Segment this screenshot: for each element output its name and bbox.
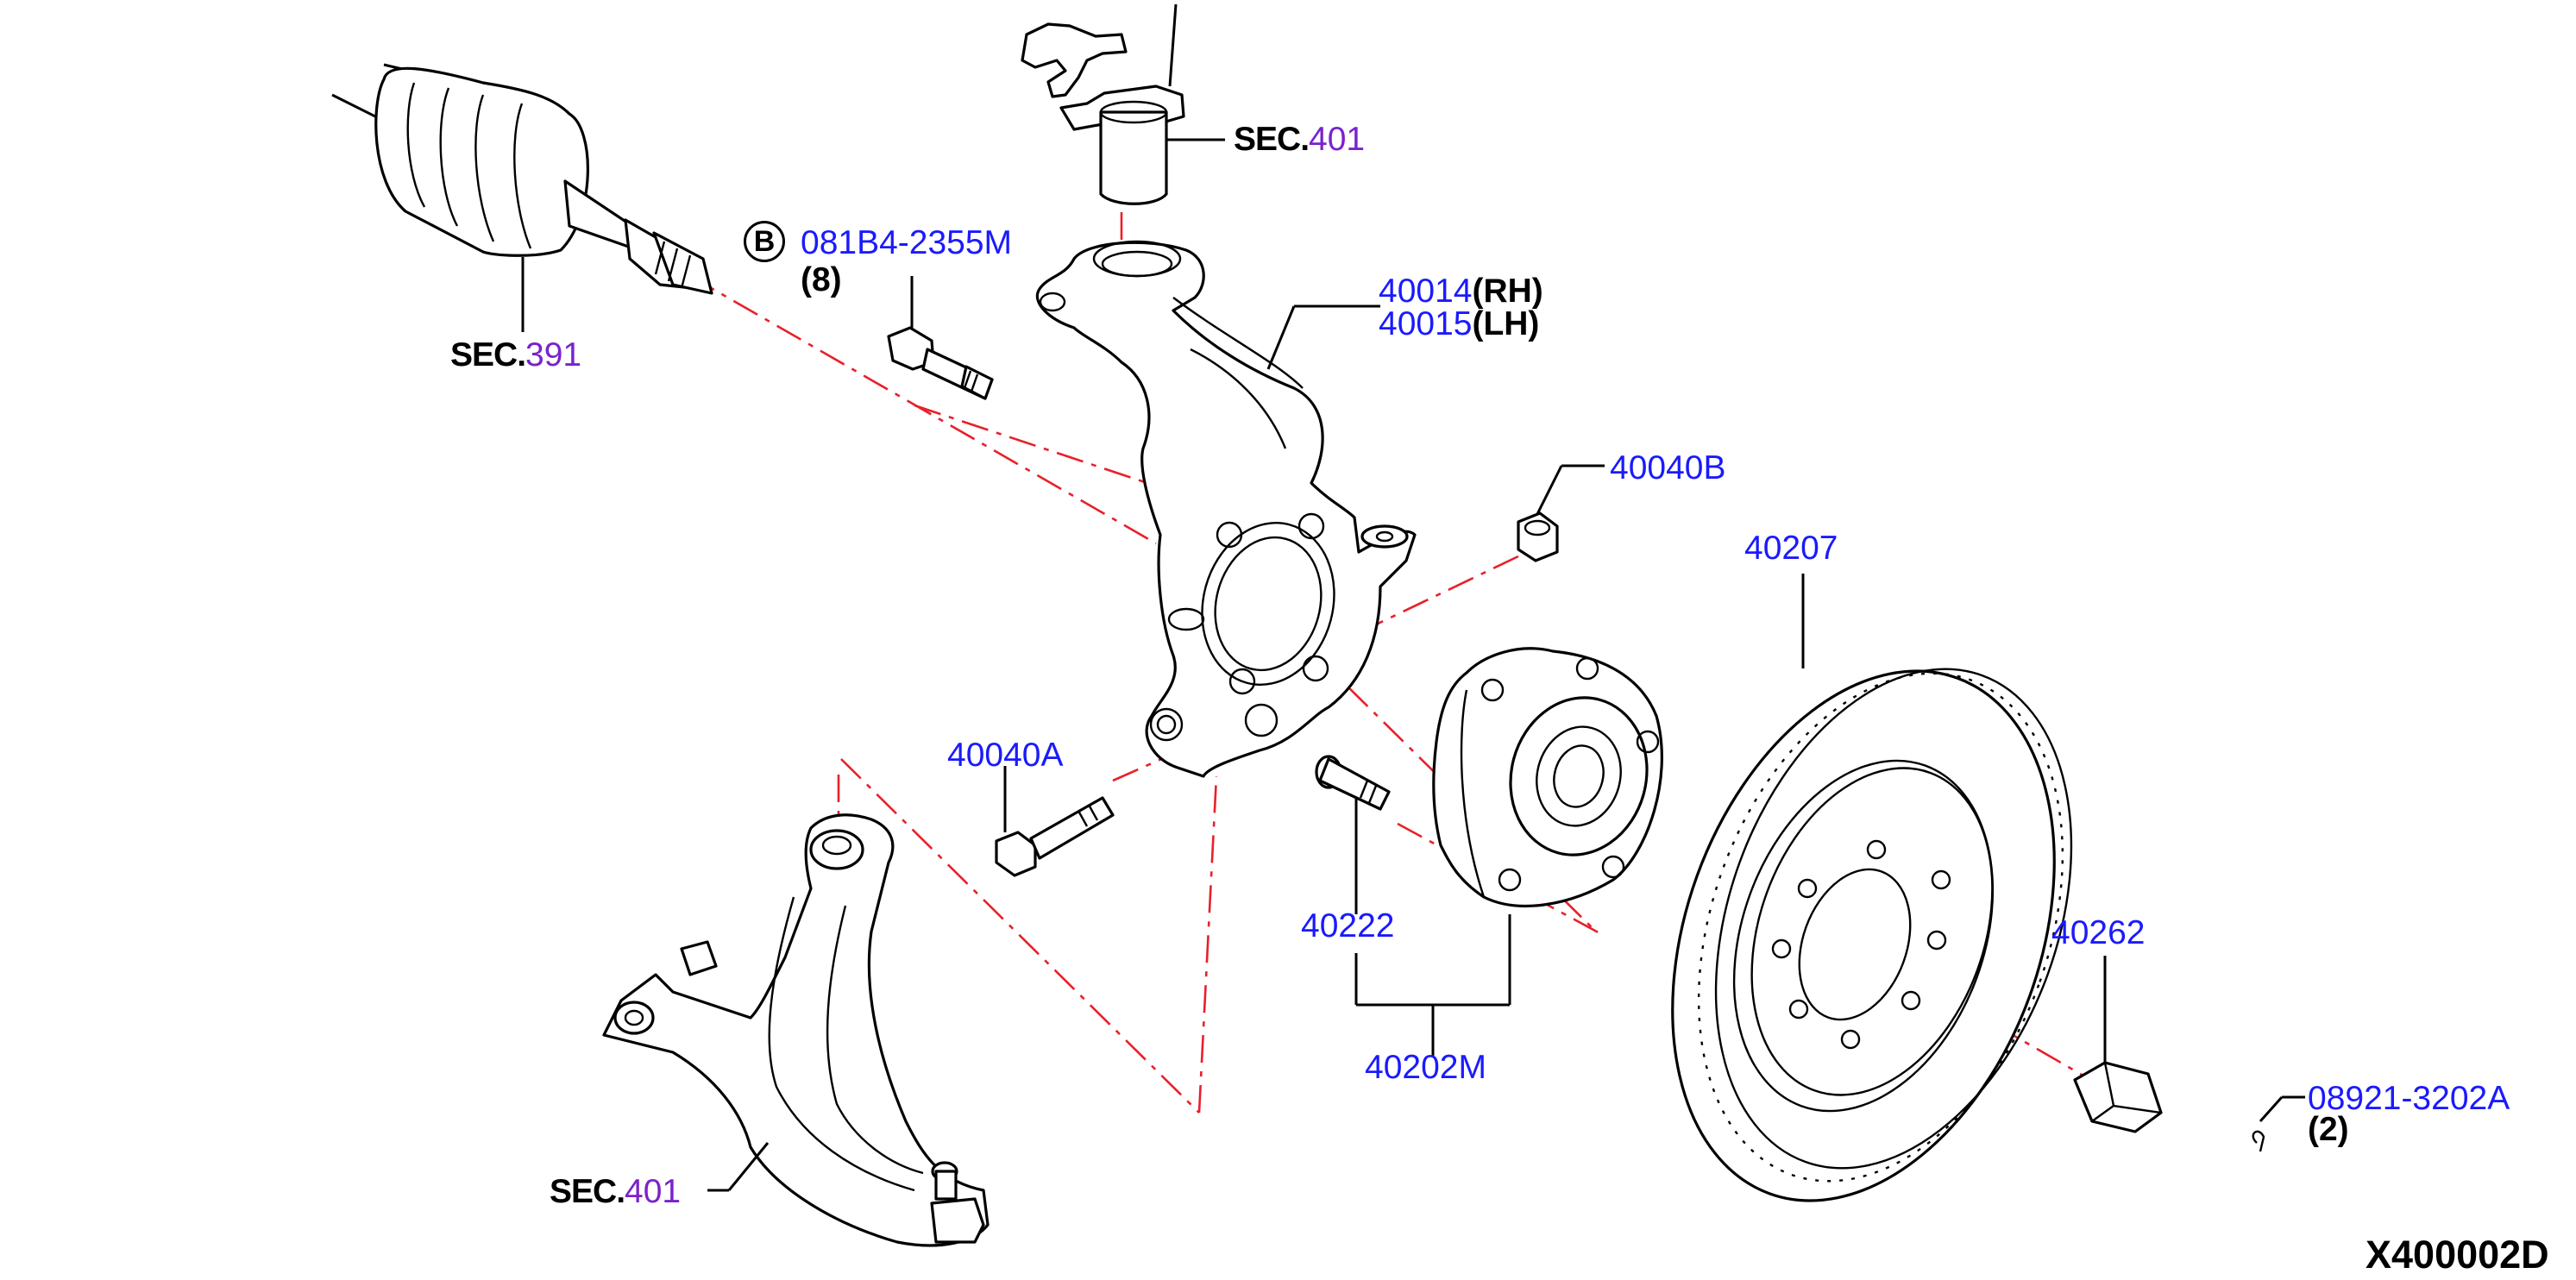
side-label: (LH) (1472, 305, 1540, 342)
drive-shaft-illustration (331, 63, 713, 332)
strut-illustration (1021, 3, 1225, 205)
section-prefix: SEC. (450, 336, 526, 373)
part-number-40040b[interactable]: 40040B (1610, 449, 1726, 486)
hub-assembly-bracket (1354, 953, 1510, 1057)
part-number-08921-3202a[interactable]: 08921-3202A (2308, 1080, 2510, 1117)
diagram-code: X400002D (2366, 1233, 2549, 1277)
part-number-40222[interactable]: 40222 (1301, 907, 1395, 944)
part-number-081b4-2355m[interactable]: 081B4-2355M (801, 224, 1013, 261)
section-ref-drive-shaft[interactable]: SEC.391 (450, 338, 581, 372)
lower-arm-illustration (602, 813, 990, 1247)
part-number-40040a[interactable]: 40040A (947, 737, 1064, 774)
hub-bearing-illustration (1432, 647, 1663, 1005)
section-prefix: SEC. (1234, 121, 1310, 158)
hub-bolt-40222-illustration (1315, 755, 1391, 914)
section-number: 391 (525, 336, 582, 373)
hub-nut-40262-illustration (2073, 956, 2163, 1133)
side-label: (RH) (1472, 273, 1543, 310)
part-number-40015-lh[interactable]: 40015(LH) (1379, 307, 1539, 341)
section-number: 401 (625, 1173, 682, 1210)
bolt-40040a-illustration (995, 766, 1115, 877)
steering-knuckle-illustration (1035, 240, 1417, 778)
part-number-40207[interactable]: 40207 (1744, 530, 1838, 567)
section-prefix: SEC. (550, 1173, 625, 1210)
part-number-40014-rh[interactable]: 40014(RH) (1379, 274, 1543, 308)
part-number-40262[interactable]: 40262 (2051, 914, 2146, 951)
nut-40040b-illustration (1517, 464, 1605, 562)
cotter-pin-quantity: (2) (2308, 1111, 2349, 1148)
section-ref-strut[interactable]: SEC.401 (1234, 122, 1365, 156)
section-ref-lower-arm[interactable]: SEC.401 (550, 1175, 681, 1208)
section-number: 401 (1309, 121, 1366, 158)
cotter-pin-illustration (2252, 1095, 2305, 1152)
brake-rotor-illustration (1671, 574, 2073, 1202)
bolt-081b4-illustration (887, 276, 994, 400)
part-number-40202m[interactable]: 40202M (1365, 1049, 1486, 1086)
bolt-b-quantity: (8) (801, 261, 842, 298)
part-number: 40014 (1379, 273, 1473, 310)
symbol-b-circle: B (744, 221, 785, 262)
part-number: 40015 (1379, 305, 1473, 342)
